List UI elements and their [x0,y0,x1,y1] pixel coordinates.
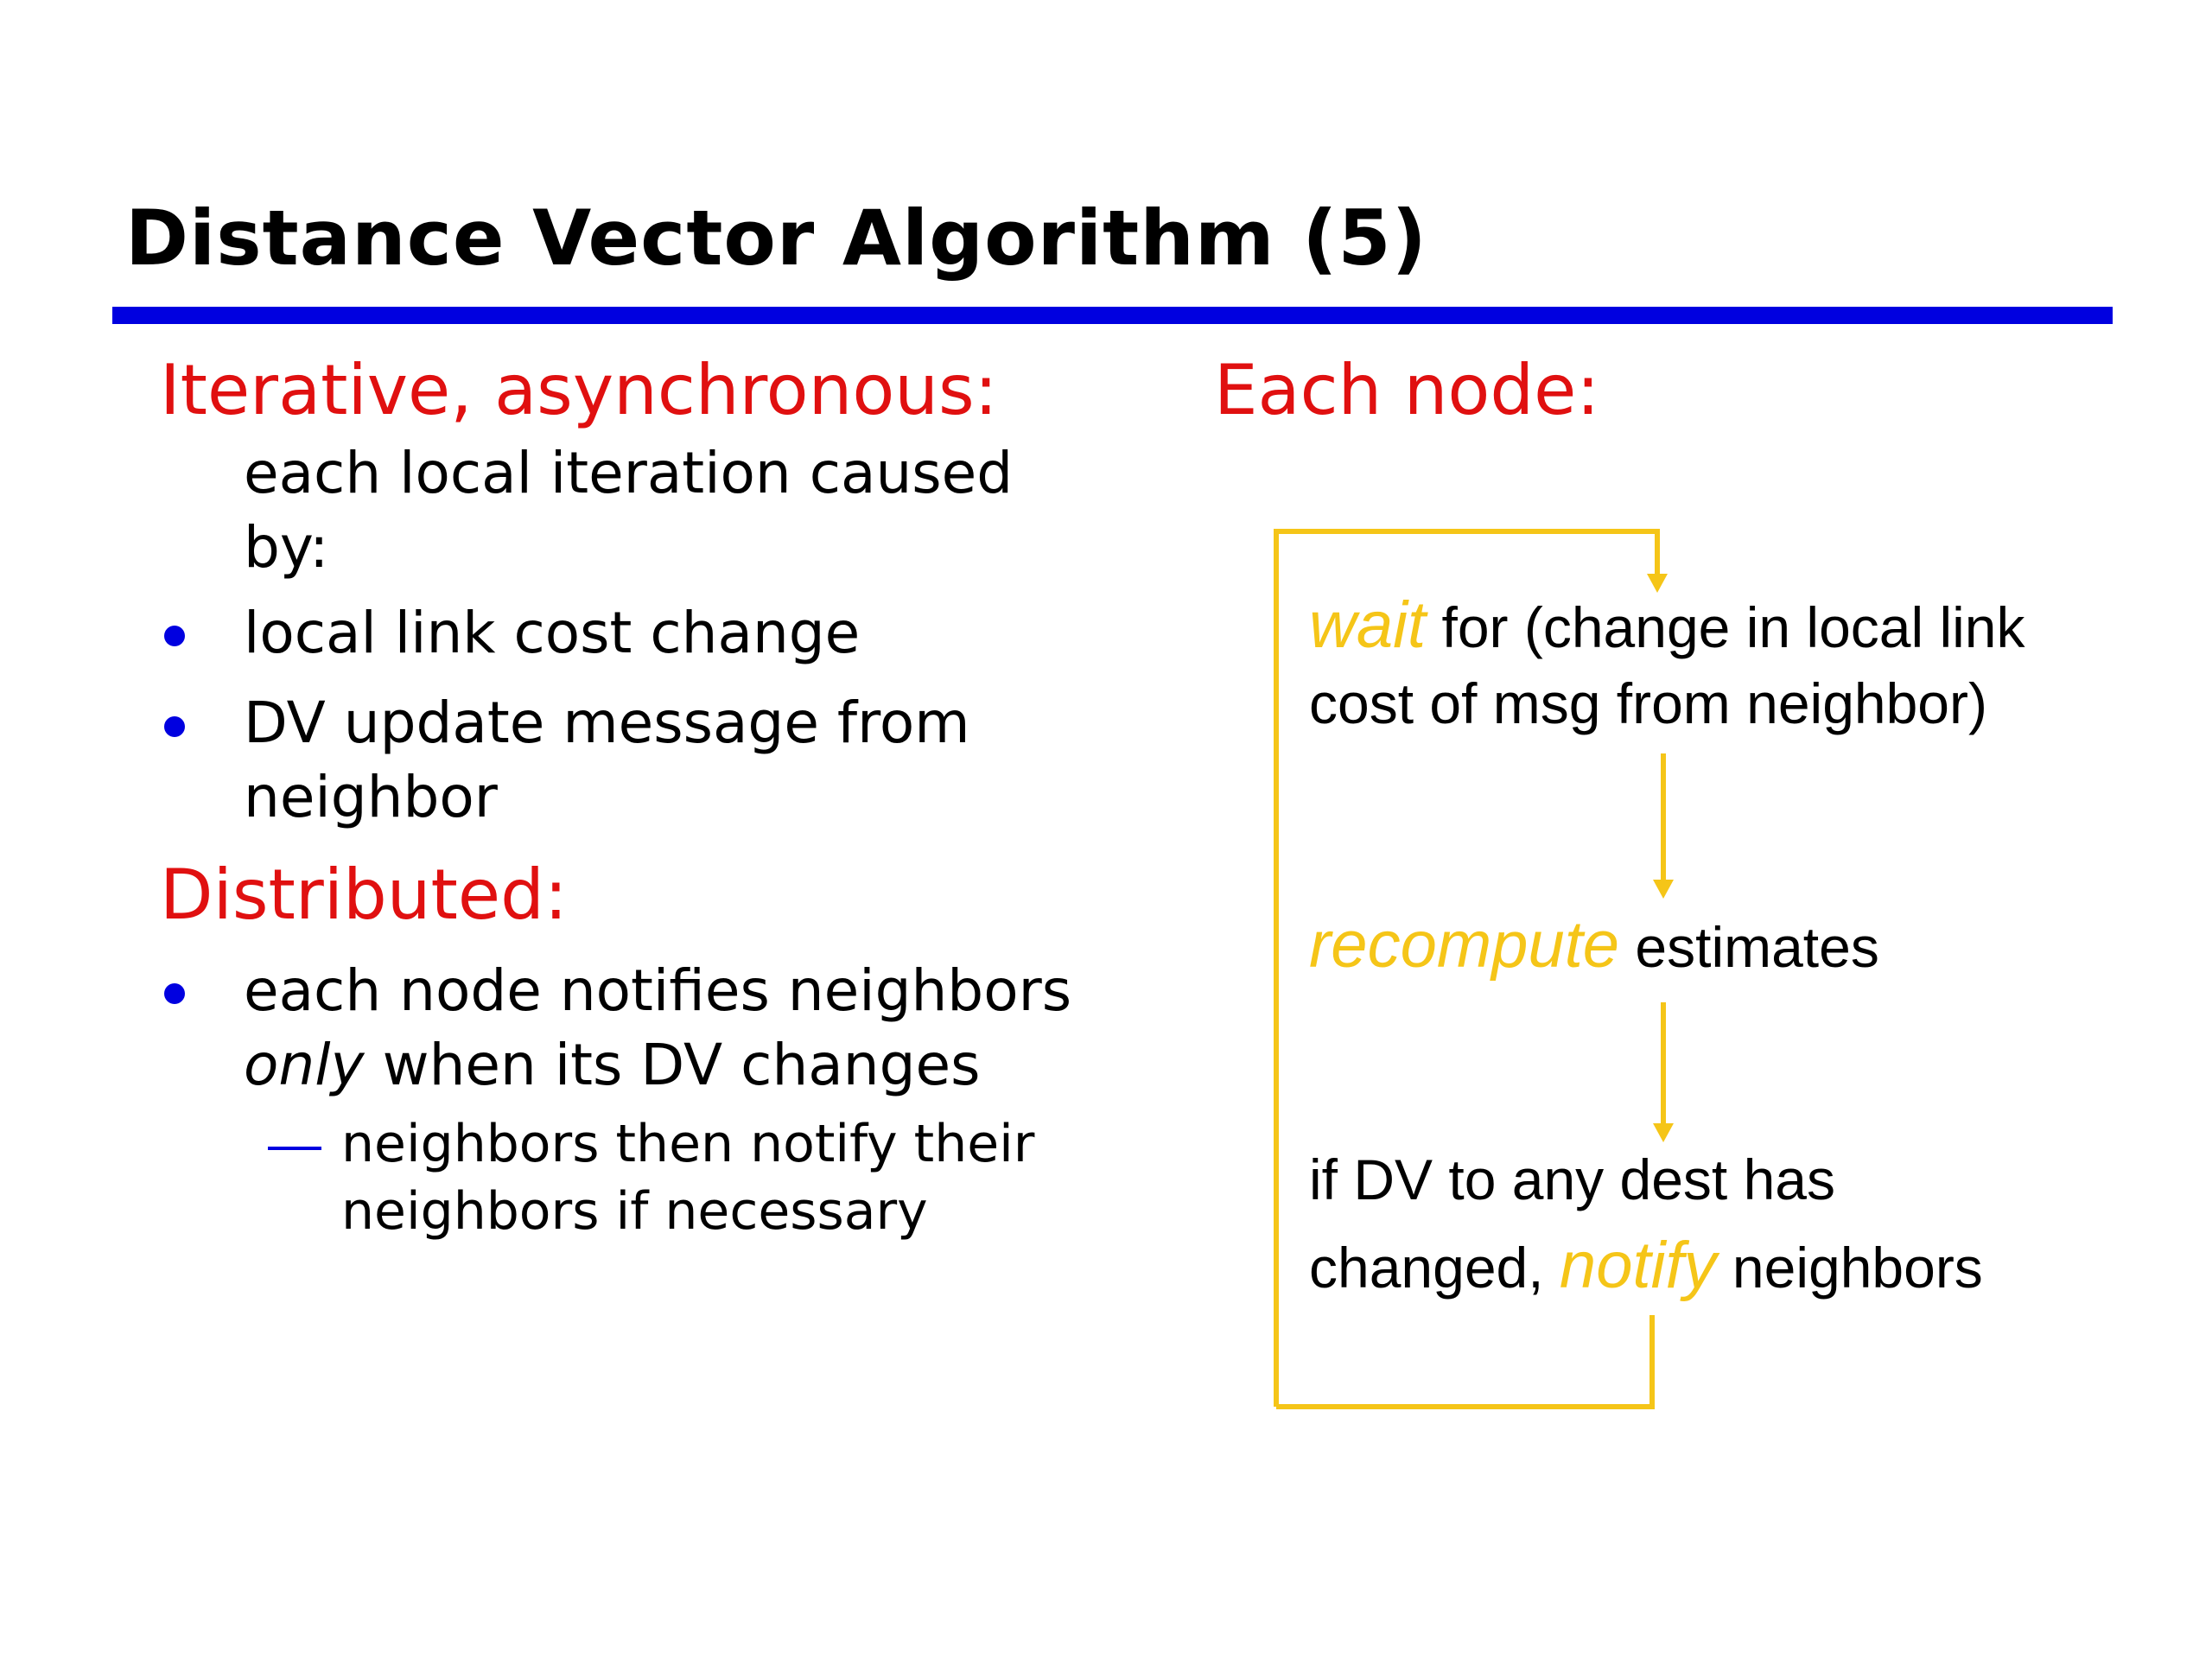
keyword-wait: wait [1309,588,1427,662]
arrow-head-1 [1653,880,1674,899]
step-notify: if DV to any dest has changed, notify ne… [1309,1136,1983,1311]
title-rule [112,307,2113,324]
heading-each-node: Each node: [1214,350,1600,430]
bullet-dot-2 [164,716,185,737]
bullet-dot-3 [164,983,185,1004]
heading-iterative: Iterative, asynchronous: [160,350,998,430]
loop-frame-top [1274,529,1660,1407]
bullet-3-text: each node notifies neighbors only when i… [244,954,1071,1103]
slide-title: Distance Vector Algorithm (5) [125,194,1427,283]
bullet-2-text: DV update message from neighbor [244,686,970,835]
step-notify-pre: changed, [1309,1236,1560,1300]
keyword-recompute: recompute [1309,908,1620,982]
heading-distributed: Distributed: [160,855,568,935]
sub-bullet-line-1: neighbors then notify their [341,1114,1035,1174]
arrow-head-2 [1653,1123,1674,1142]
keyword-notify: notify [1559,1229,1717,1302]
step-recompute-rest: estimates [1619,915,1879,979]
step-wait-rest: for (change in local link [1426,595,2025,659]
sub-bullet-dash [268,1147,321,1150]
sub-bullet-text: neighbors then notify their neighbors if… [341,1110,1034,1245]
step-recompute: recompute estimates [1309,907,1879,985]
loop-frame-bottom [1276,1315,1655,1409]
intro-text: each local iteration caused by: [244,436,1013,585]
bullet-3-line-2: only when its DV changes [244,1028,1071,1103]
bullet-1-text: local link cost change [244,600,861,666]
intro-line-2: by: [244,514,329,581]
only-emphasis: only [244,1032,365,1098]
step-notify-line-1: if DV to any dest has [1309,1147,1835,1211]
bullet-2-line-1: DV update message from [244,690,970,756]
sub-bullet-line-2: neighbors if necessary [341,1181,928,1242]
step-notify-post: neighbors [1716,1236,1983,1300]
arrow-head-top [1647,574,1668,593]
bullet-dot-1 [164,626,185,646]
bullet-3-line-2-rest: when its DV changes [364,1032,981,1098]
step-notify-line-2: changed, notify neighbors [1309,1223,1983,1311]
step-wait: wait for (change in local link cost of m… [1309,588,2025,741]
step-wait-line-1: wait for (change in local link [1309,588,2025,665]
intro-line-1: each local iteration caused [244,440,1014,506]
bullet-2-line-2: neighbor [244,764,498,830]
step-wait-line-2: cost of msg from neighbor) [1309,671,1987,735]
bullet-3-line-1: each node notifies neighbors [244,957,1072,1024]
